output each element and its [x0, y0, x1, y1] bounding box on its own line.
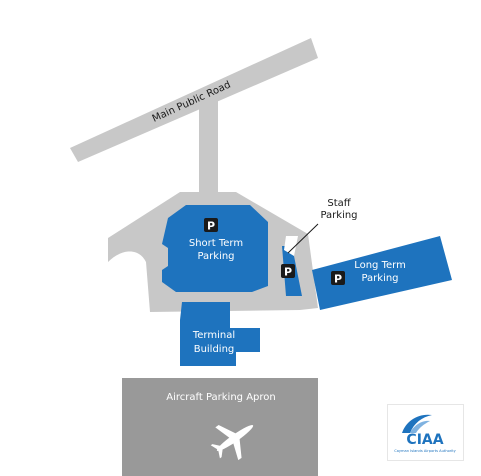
terminal-label-line2: Building — [194, 344, 235, 355]
long-term-parking — [312, 236, 452, 310]
terminal-building — [180, 302, 260, 366]
staff-parking-label-line2: Parking — [320, 210, 357, 221]
staff-parking-leader-line — [287, 223, 319, 254]
parking-sign-letter: P — [334, 273, 342, 286]
parking-sign-letter: P — [284, 266, 292, 279]
road-label: Main Public Road — [151, 80, 233, 125]
apron-label: Aircraft Parking Apron — [166, 392, 275, 403]
ciaa-logo-text: CIAA — [406, 432, 443, 448]
airplane-icon — [210, 425, 254, 461]
parking-sign-icon: P — [204, 218, 218, 233]
short-term-label-line1: Short Term — [189, 238, 243, 249]
short-term-label-line2: Parking — [197, 251, 234, 262]
staff-parking-white-mark — [284, 236, 298, 256]
long-term-label-line1: Long Term — [354, 260, 406, 271]
ciaa-logo: CIAA Cayman Islands Airports Authority — [387, 404, 464, 461]
short-term-parking — [162, 205, 268, 292]
access-road — [199, 94, 218, 195]
main-public-road — [70, 38, 318, 162]
staff-parking-label-line1: Staff — [327, 198, 351, 209]
parking-sign-icon: P — [281, 264, 295, 279]
ciaa-logo-tagline: Cayman Islands Airports Authority — [394, 449, 456, 453]
terminal-label-line1: Terminal — [192, 330, 235, 341]
long-term-label-line2: Parking — [361, 273, 398, 284]
parking-sign-icon: P — [331, 271, 345, 286]
parking-sign-letter: P — [207, 220, 215, 233]
ciaa-logo-icon: CIAA Cayman Islands Airports Authority — [394, 414, 457, 453]
